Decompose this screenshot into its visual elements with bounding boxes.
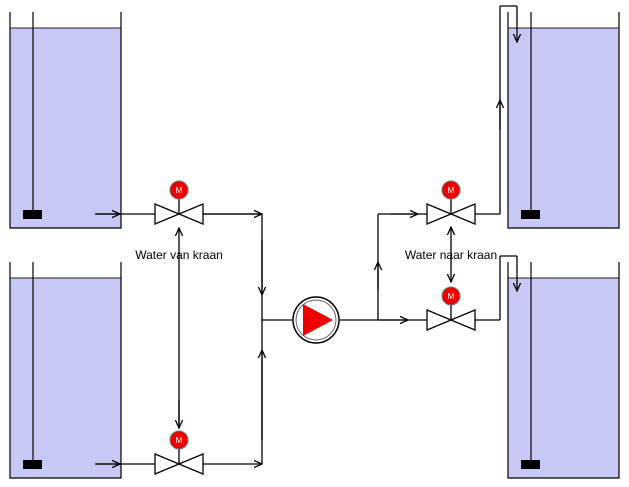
motor-actuator-icon: M: [169, 180, 189, 200]
motor-label: M: [176, 186, 183, 195]
valve-top-left[interactable]: M: [154, 180, 204, 225]
tank-top-right: [507, 12, 620, 229]
piping-right: [340, 5, 517, 320]
label-water-to-tap: Water naar kraan: [405, 248, 497, 262]
tank-top-left: [9, 12, 122, 229]
motor-actuator-icon: M: [169, 430, 189, 450]
motor-label: M: [176, 436, 183, 445]
valve-bottom-right[interactable]: M: [426, 286, 476, 331]
level-sensor-icon: [521, 262, 540, 469]
pump[interactable]: [292, 296, 340, 344]
level-sensor-icon: [521, 12, 540, 219]
motor-actuator-icon: M: [441, 180, 461, 200]
valve-top-right[interactable]: M: [426, 180, 476, 225]
level-sensor-icon: [23, 12, 42, 219]
valve-bottom-left[interactable]: M: [154, 430, 204, 475]
pump-icon: [303, 304, 333, 336]
tank-bottom-right: [507, 262, 620, 479]
level-sensor-icon: [23, 262, 42, 469]
motor-label: M: [448, 292, 455, 301]
tank-bottom-left: [9, 262, 122, 479]
piping-left: [95, 214, 292, 464]
label-water-from-tap: Water van kraan: [135, 248, 223, 262]
motor-label: M: [448, 186, 455, 195]
motor-actuator-icon: M: [441, 286, 461, 306]
